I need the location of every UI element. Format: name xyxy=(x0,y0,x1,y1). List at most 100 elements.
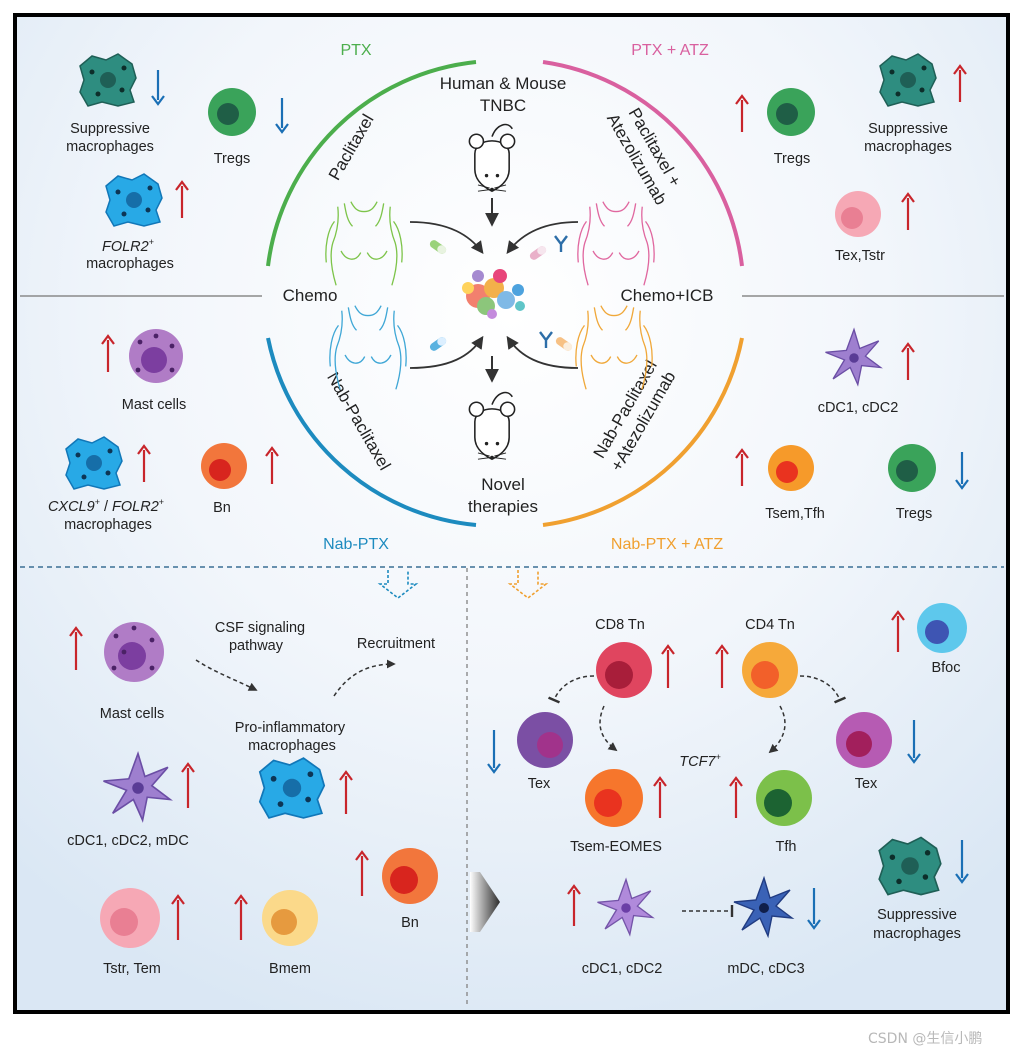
up-arrow-icon xyxy=(901,192,915,230)
up-arrow-icon xyxy=(234,894,248,940)
up-arrow-icon xyxy=(729,776,743,818)
center-bottom-line2: therapies xyxy=(468,497,538,516)
title-nab-ptx: Nab-PTX xyxy=(323,536,389,553)
down-arrow-icon xyxy=(275,98,289,134)
title-ptx: PTX xyxy=(340,42,371,59)
up-arrow-icon xyxy=(715,644,729,688)
ptx-atz-tregs-cell xyxy=(767,88,815,136)
br-tsem-eomes-cell xyxy=(585,769,643,827)
br-cd8-cell xyxy=(596,642,652,698)
br-tfh-cell xyxy=(756,770,812,826)
ptx-folr2-label: FOLR2+ xyxy=(102,237,154,255)
up-arrow-icon xyxy=(653,776,667,818)
down-arrow-icon xyxy=(151,70,165,106)
br-bfoc-cell xyxy=(917,603,967,653)
pill-icon-pink xyxy=(529,246,547,260)
arrow-from-pink xyxy=(506,221,579,255)
arrow-from-green xyxy=(409,221,484,255)
br-mdc-label: mDC, cDC3 xyxy=(727,961,804,977)
bl-proinf-label-2: macrophages xyxy=(248,738,336,754)
center-title-line2: TNBC xyxy=(480,96,526,115)
antibody-icon-orange xyxy=(539,331,553,348)
bl-bn-label: Bn xyxy=(401,915,419,931)
ptx-folr2-label-2: macrophages xyxy=(86,256,174,272)
nab-cxcl9-macrophage-icon xyxy=(65,436,123,490)
bl-mast-label: Mast cells xyxy=(100,706,164,722)
ptx-supp-mac-label-1: Suppressive xyxy=(70,121,150,137)
br-bfoc-label: Bfoc xyxy=(931,660,960,676)
single-cell-cluster-icon xyxy=(462,269,525,319)
arc-ptx xyxy=(266,60,477,267)
bl-csf-label-1: CSF signaling xyxy=(215,620,305,636)
nab-mast-cell xyxy=(129,329,183,383)
pill-icon-blue xyxy=(429,337,447,351)
up-arrow-icon xyxy=(567,884,581,926)
center-bottom-line1: Novel xyxy=(481,475,524,494)
br-cdc-icon xyxy=(596,878,654,936)
ptx-atz-tex-cell xyxy=(835,191,881,237)
nab-atz-tregs-cell xyxy=(888,444,936,492)
nab-bn-label: Bn xyxy=(213,500,231,516)
bl-bmem-label: Bmem xyxy=(269,961,311,977)
title-ptx-atz: PTX + ATZ xyxy=(631,42,709,59)
up-arrow-icon xyxy=(339,770,353,814)
br-cd4-cell xyxy=(742,642,798,698)
br-cd8-to-tsem xyxy=(599,705,618,752)
arrow-from-orange xyxy=(506,335,579,369)
nab-atz-dc-icon xyxy=(824,328,882,386)
up-arrow-icon xyxy=(181,762,195,808)
up-arrow-icon xyxy=(953,64,967,102)
arc-ptx-atz xyxy=(542,60,744,267)
bl-csf-label-2: pathway xyxy=(229,638,284,654)
br-supp-macrophage-icon xyxy=(878,836,942,896)
nab-atz-cdc-label: cDC1, cDC2 xyxy=(818,400,899,416)
up-arrow-icon xyxy=(137,444,151,482)
up-arrow-icon xyxy=(735,94,749,132)
up-arrow-icon xyxy=(175,180,189,218)
ptx-atz-tregs-label: Tregs xyxy=(774,151,811,167)
br-mdc-icon xyxy=(733,877,793,937)
label-chemo-icb: Chemo+ICB xyxy=(620,286,713,305)
nab-atz-tsem-label: Tsem,Tfh xyxy=(765,506,825,522)
dashed-down-arrow-blue-icon xyxy=(377,570,419,600)
br-tex-left-cell xyxy=(517,712,573,768)
down-arrow-icon xyxy=(955,452,969,490)
title-nab-ptx-atz: Nab-PTX + ATZ xyxy=(611,536,723,553)
ptx-supp-mac-label-2: macrophages xyxy=(66,139,154,155)
br-cd4-label: CD4 Tn xyxy=(745,617,795,633)
bl-tstr-cell xyxy=(100,888,160,948)
bl-bn-cell xyxy=(382,848,438,904)
ptx-supp-macrophage-icon xyxy=(79,53,137,107)
nab-atz-tsem-cell xyxy=(768,445,814,491)
br-tsem-eomes-label: Tsem-EOMES xyxy=(570,839,662,855)
bl-proinf-label-1: Pro-inflammatory xyxy=(235,720,346,736)
br-cd8-label: CD8 Tn xyxy=(595,617,645,633)
up-arrow-icon xyxy=(891,610,905,652)
pill-icon-green xyxy=(429,240,447,254)
up-arrow-icon xyxy=(661,644,675,688)
bl-bmem-cell xyxy=(262,890,318,946)
up-arrow-icon xyxy=(101,334,115,372)
ptx-folr2-macrophage-icon xyxy=(105,173,163,227)
up-arrow-icon xyxy=(69,626,83,670)
down-arrow-icon xyxy=(955,840,969,884)
bl-cdc-label: cDC1, cDC2, mDC xyxy=(67,833,189,849)
br-tex-right-cell xyxy=(836,712,892,768)
up-arrow-icon xyxy=(265,446,279,484)
br-tex-right-label: Tex xyxy=(855,776,878,792)
nab-bn-cell xyxy=(201,443,247,489)
arc-nab-ptx-atz xyxy=(542,337,744,527)
up-arrow-icon xyxy=(355,850,369,896)
watermark: CSDN @生信小鹏 xyxy=(868,1031,983,1047)
pill-icon-orange xyxy=(555,337,573,351)
br-tcf7-label: TCF7+ xyxy=(679,752,721,770)
label-chemo: Chemo xyxy=(283,286,338,305)
ptx-atz-supp-mac-label-1: Suppressive xyxy=(868,121,948,137)
bl-proinf-macrophage-icon xyxy=(258,757,326,819)
up-arrow-icon xyxy=(735,448,749,486)
down-arrow-icon xyxy=(907,720,921,764)
nab-mac-label: macrophages xyxy=(64,517,152,533)
ptx-atz-supp-mac-label-2: macrophages xyxy=(864,139,952,155)
center-title-line1: Human & Mouse xyxy=(440,74,567,93)
